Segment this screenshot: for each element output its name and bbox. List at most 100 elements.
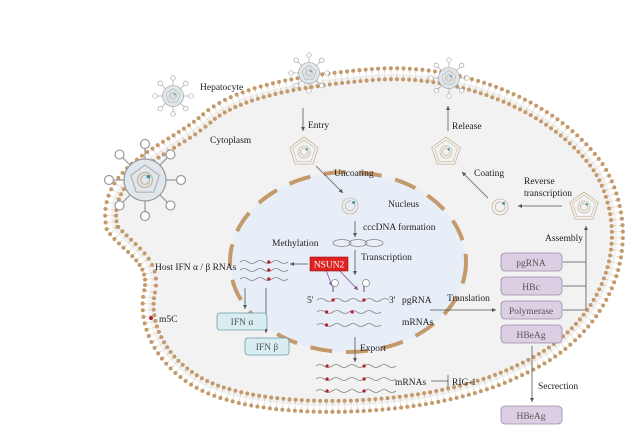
- phospholipid: [440, 387, 447, 403]
- transcription-label: Transcription: [361, 253, 412, 263]
- phospholipid: [143, 282, 159, 288]
- hbc-box-label: HBc: [522, 283, 539, 293]
- phospholipid: [546, 345, 558, 359]
- phospholipid: [141, 313, 157, 319]
- phospholipid: [373, 397, 379, 413]
- phospholipid: [463, 382, 471, 397]
- secreted-hbeag-label: HBeAg: [516, 412, 545, 422]
- secreted-hbeag-box: [500, 405, 563, 425]
- phospholipid: [332, 70, 338, 86]
- rig1-label: RIG-1: [452, 378, 477, 388]
- m5c-dot: [362, 364, 366, 368]
- phospholipid: [112, 229, 125, 241]
- m5c-dot: [362, 377, 366, 381]
- m5c-dot: [362, 298, 366, 302]
- phospholipid: [599, 179, 614, 188]
- m5c-dot: [325, 377, 329, 381]
- phospholipid: [367, 397, 372, 413]
- ifn-beta-box: [244, 337, 290, 356]
- virus-large-outside: [103, 138, 187, 222]
- phospholipid: [142, 269, 157, 277]
- cccdna-formation-label: cccDNA formation: [363, 222, 436, 233]
- capsid-entry: [289, 136, 319, 165]
- nsun2-label: NSUN2: [314, 261, 345, 271]
- phospholipid: [305, 398, 310, 414]
- phospholipid: [601, 185, 617, 194]
- phospholipid: [481, 376, 489, 392]
- phospholipid: [531, 355, 541, 369]
- phospholipid: [280, 396, 286, 412]
- phospholipid: [212, 383, 221, 398]
- phospholipid: [605, 197, 621, 205]
- phospholipid: [536, 352, 547, 366]
- ifn-beta-label: IFN β: [256, 343, 279, 353]
- phospholipid: [472, 78, 481, 94]
- phospholipid: [601, 276, 617, 285]
- phospholipid: [295, 76, 302, 92]
- phospholipid: [563, 129, 575, 142]
- virus-release: [428, 57, 470, 99]
- ifn-alpha-label: IFN α: [231, 318, 254, 328]
- phospholipid: [379, 396, 385, 412]
- methylation-label: Methylation: [272, 239, 319, 249]
- phospholipid: [501, 89, 510, 104]
- phospholipid: [249, 392, 256, 408]
- phospholipid: [608, 247, 624, 253]
- m5c-dot: [267, 260, 271, 264]
- phospholipid: [178, 366, 190, 380]
- cytoplasm-label: Cytoplasm: [210, 136, 252, 146]
- phospholipid: [166, 136, 177, 150]
- phospholipid: [351, 68, 357, 84]
- phospholipid: [577, 317, 591, 329]
- phospholipid: [311, 398, 316, 414]
- phospholipid: [431, 69, 437, 85]
- pgrna-label: pgRNA: [402, 296, 432, 306]
- phospholipid: [520, 360, 530, 375]
- phospholipid: [528, 103, 539, 118]
- phospholipid: [196, 116, 208, 129]
- phospholipid: [357, 68, 363, 84]
- phospholipid: [603, 191, 619, 199]
- virus-entry: [288, 52, 330, 94]
- phospholipid: [176, 129, 187, 144]
- phospholipid: [382, 66, 387, 82]
- secretion-label: Secrection: [538, 382, 578, 392]
- host-ifn-rnas-label: Host IFN α / β RNAs: [155, 263, 237, 273]
- phospholipid: [106, 193, 121, 202]
- phospholipid: [277, 79, 284, 95]
- cytoplasmic-mrna: [315, 364, 397, 368]
- phospholipid: [569, 326, 582, 338]
- phospholipid: [606, 259, 622, 266]
- phospholipid: [361, 398, 366, 413]
- phospholipid: [140, 262, 155, 272]
- phospholipid: [140, 307, 156, 313]
- phospholipid: [338, 70, 345, 86]
- phospholipid: [240, 90, 249, 105]
- nsun2-box: [309, 256, 349, 272]
- phospholipid: [236, 390, 244, 405]
- cccdna: [332, 239, 384, 247]
- phospholipid: [108, 224, 121, 237]
- uncoating-label: Uncoating: [334, 169, 374, 179]
- phospholipid: [588, 156, 601, 168]
- phospholipid: [274, 396, 280, 412]
- phospholipid: [388, 66, 393, 82]
- phospholipid: [397, 394, 404, 410]
- m5c-dot: [267, 268, 271, 272]
- phospholipid: [401, 66, 406, 82]
- m5c-dot: [350, 310, 354, 314]
- phospholipid: [142, 288, 158, 295]
- phospholipid: [194, 376, 204, 390]
- phospholipid: [413, 67, 419, 83]
- translation-label: Translation: [447, 294, 490, 304]
- mrnas-nucleus-label: mRNAs: [402, 318, 433, 328]
- phospholipid: [109, 187, 124, 197]
- phospholipid: [168, 358, 181, 371]
- phospholipid: [342, 398, 347, 414]
- export-label: Export: [360, 344, 386, 354]
- phospholipid: [171, 133, 182, 147]
- phospholipid: [121, 237, 134, 250]
- phospholipid: [452, 385, 459, 400]
- phospholipid: [594, 167, 609, 178]
- phospholipid: [391, 395, 397, 411]
